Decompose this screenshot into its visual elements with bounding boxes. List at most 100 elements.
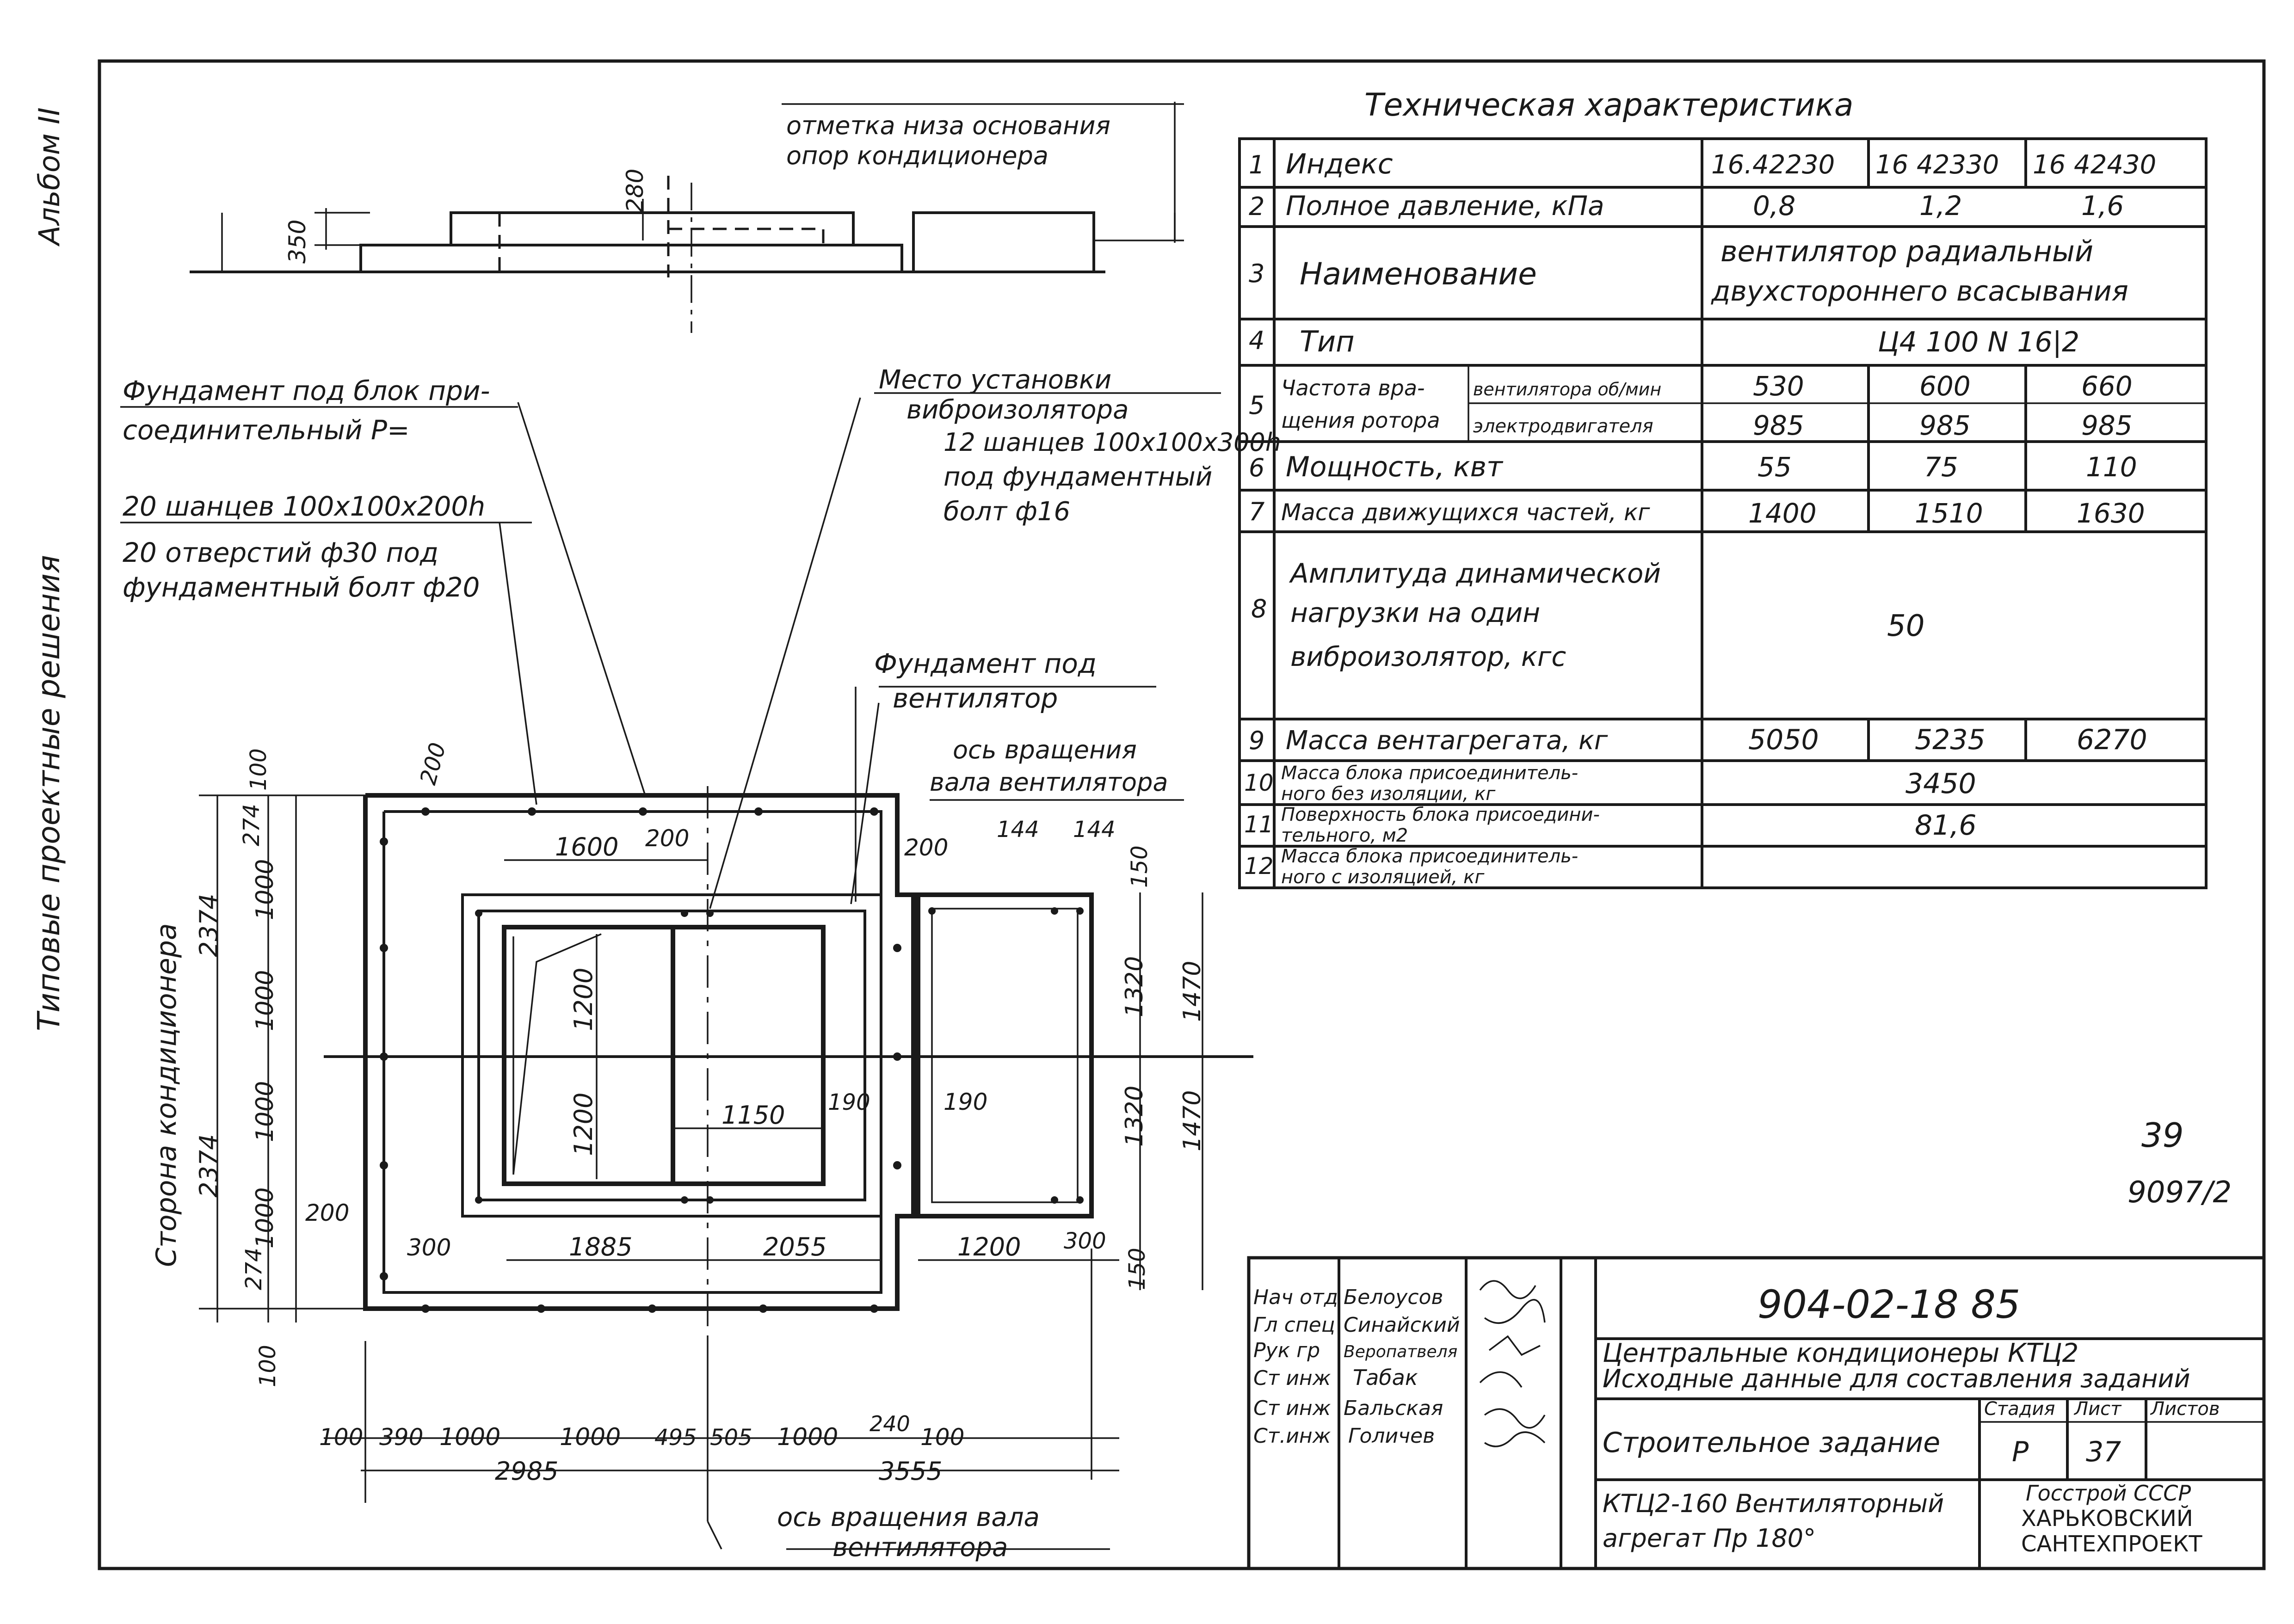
row-5-v1b: 985	[1753, 410, 1804, 441]
row-5-v3a: 660	[2081, 370, 2133, 402]
row-2-num: 2	[1249, 192, 1264, 221]
org-line-2: ХАРЬКОВСКИЙ	[2021, 1505, 2193, 1532]
dim-274-top: 274	[239, 804, 265, 846]
callout-axis-top-1: ось вращения	[953, 735, 1137, 764]
side-conditioner-label: Сторона кондиционера	[150, 923, 183, 1267]
dim-200-d: 200	[305, 1200, 349, 1226]
dim-1470-a: 1470	[1178, 961, 1206, 1022]
dim-200-top: 200	[415, 740, 451, 787]
role-3: Рук гр	[1253, 1339, 1320, 1362]
dim-1885: 1885	[569, 1232, 632, 1261]
callout-axis-top-2: вала вентилятора	[930, 768, 1168, 797]
dim-b-100-a: 100	[319, 1424, 363, 1451]
dim-200-b: 200	[645, 825, 689, 852]
row-1-v2: 16 42330	[1875, 150, 1999, 180]
row-2-name: Полное давление, кПа	[1286, 190, 1604, 221]
dim-1470-b: 1470	[1178, 1090, 1206, 1151]
callout-foundation-block-2: соединительный Р=	[123, 414, 410, 446]
elevation-note-1: отметка низа основания	[786, 111, 1110, 140]
page-code: 9097/2	[2128, 1175, 2232, 1210]
callout-axis-bottom-2: вентилятора	[832, 1532, 1008, 1562]
row-8-num: 8	[1251, 594, 1267, 623]
dim-b-3555: 3555	[879, 1457, 942, 1486]
row-6-name: Мощность, квт	[1286, 451, 1504, 483]
album-label: Альбом II	[32, 107, 66, 247]
name-1: Белоусов	[1344, 1286, 1443, 1309]
row-7-v3: 1630	[2077, 498, 2145, 529]
row-9-num: 9	[1249, 726, 1264, 755]
dim-150-top: 150	[1127, 845, 1153, 888]
callout-vibro-2: виброизолятора	[906, 395, 1128, 425]
dim-350: 350	[284, 220, 311, 264]
role-5: Ст инж	[1253, 1396, 1331, 1420]
row-2-v1: 0,8	[1753, 190, 1795, 221]
row-5-v2a: 600	[1919, 370, 1971, 402]
row-11-name-1: Поверхность блока присоедини-	[1281, 804, 1600, 825]
dim-280: 280	[622, 169, 648, 213]
row-1-name: Индекс	[1286, 148, 1393, 180]
dim-274-b: 274	[241, 1248, 267, 1290]
dim-b-100-b: 100	[920, 1424, 964, 1451]
dim-b-495: 495	[654, 1425, 697, 1451]
dim-2374-a: 2374	[194, 894, 223, 957]
callout-vibro-3: 12 шанцев 100х100х300h	[944, 428, 1281, 457]
row-3-span-1: вентилятор радиальный	[1720, 234, 2093, 268]
callout-vibro-5: болт ф16	[944, 497, 1070, 527]
row-11-span: 81,6	[1915, 809, 1977, 842]
callout-anchors-20: 20 шанцев 100х100х200h	[123, 491, 485, 522]
elevation-view: отметка низа основания опор кондиционера…	[190, 102, 1184, 333]
title-block: 904-02-18 85 Нач отд Гл спец Рук гр Ст и…	[1247, 1256, 2266, 1570]
row-12-name-1: Масса блока присоединитель-	[1281, 846, 1578, 867]
dim-190-b: 190	[944, 1089, 987, 1115]
dim-1000-c: 1000	[251, 1081, 279, 1142]
dim-300-a: 300	[407, 1234, 451, 1261]
desc-line-2: агрегат Пр 180°	[1603, 1524, 1816, 1553]
dim-300-b: 300	[1064, 1228, 1106, 1254]
row-3-num: 3	[1249, 259, 1264, 288]
name-6: Голичев	[1348, 1424, 1435, 1448]
row-8-span: 50	[1887, 609, 1924, 643]
dim-b-1000-b: 1000	[560, 1423, 621, 1451]
dim-b-505: 505	[710, 1425, 752, 1451]
row-8-name-3: виброизолятор, кгс	[1290, 641, 1566, 672]
sheet-value: 37	[2086, 1436, 2121, 1468]
page-number: 39	[2141, 1116, 2184, 1155]
dim-b-1000-a: 1000	[439, 1423, 500, 1451]
dim-200-c: 200	[904, 834, 948, 861]
plan-view: Фундамент под блок при- соединительный Р…	[120, 365, 1281, 1562]
dim-144-a: 144	[997, 817, 1039, 843]
dim-b-2985: 2985	[495, 1457, 558, 1486]
row-10-name-2: ного без изоляции, кг	[1281, 783, 1496, 805]
signatures	[1479, 1280, 1546, 1447]
row-2-v2: 1,2	[1919, 190, 1962, 221]
dim-100-bottom: 100	[255, 1345, 281, 1387]
row-10-num: 10	[1244, 769, 1274, 796]
row-5-name-1: Частота вра-	[1281, 375, 1425, 400]
row-5-num: 5	[1249, 391, 1264, 420]
row-11-num: 11	[1244, 811, 1274, 838]
role-1: Нач отд	[1253, 1286, 1338, 1309]
row-7-v1: 1400	[1748, 498, 1817, 529]
callout-vibro-1: Место установки	[879, 365, 1111, 395]
anchor-holes	[380, 807, 1084, 1313]
row-4-span: Ц4 100 N 16|2	[1878, 326, 2079, 358]
org-line-1: Госстрой СССР	[2026, 1481, 2191, 1506]
row-7-name: Масса движущихся частей, кг	[1281, 499, 1650, 526]
dim-1320-b: 1320	[1121, 1086, 1148, 1147]
row-6-num: 6	[1249, 453, 1264, 482]
title-line-1: Центральные кондиционеры КТЦ2	[1603, 1338, 2078, 1368]
series-label: Типовые проектные решения	[31, 555, 67, 1031]
callout-fan-foundation-2: вентилятор	[893, 683, 1058, 714]
row-5-v2b: 985	[1919, 410, 1971, 441]
row-7-v2: 1510	[1915, 498, 1983, 529]
dim-1200-a: 1200	[569, 968, 598, 1031]
row-8-name-1: Амплитуда динамической	[1289, 558, 1661, 589]
dim-1000-d: 1000	[251, 1187, 279, 1249]
tech-table-title: Техническая характеристика	[1364, 87, 1854, 123]
dim-1000-b: 1000	[251, 970, 279, 1031]
callout-holes-2: фундаментный болт ф20	[123, 572, 480, 603]
row-3-name: Наименование	[1300, 256, 1537, 292]
row-6-v2: 75	[1924, 451, 1958, 483]
org-line-3: САНТЕХПРОЕКТ	[2021, 1531, 2202, 1557]
